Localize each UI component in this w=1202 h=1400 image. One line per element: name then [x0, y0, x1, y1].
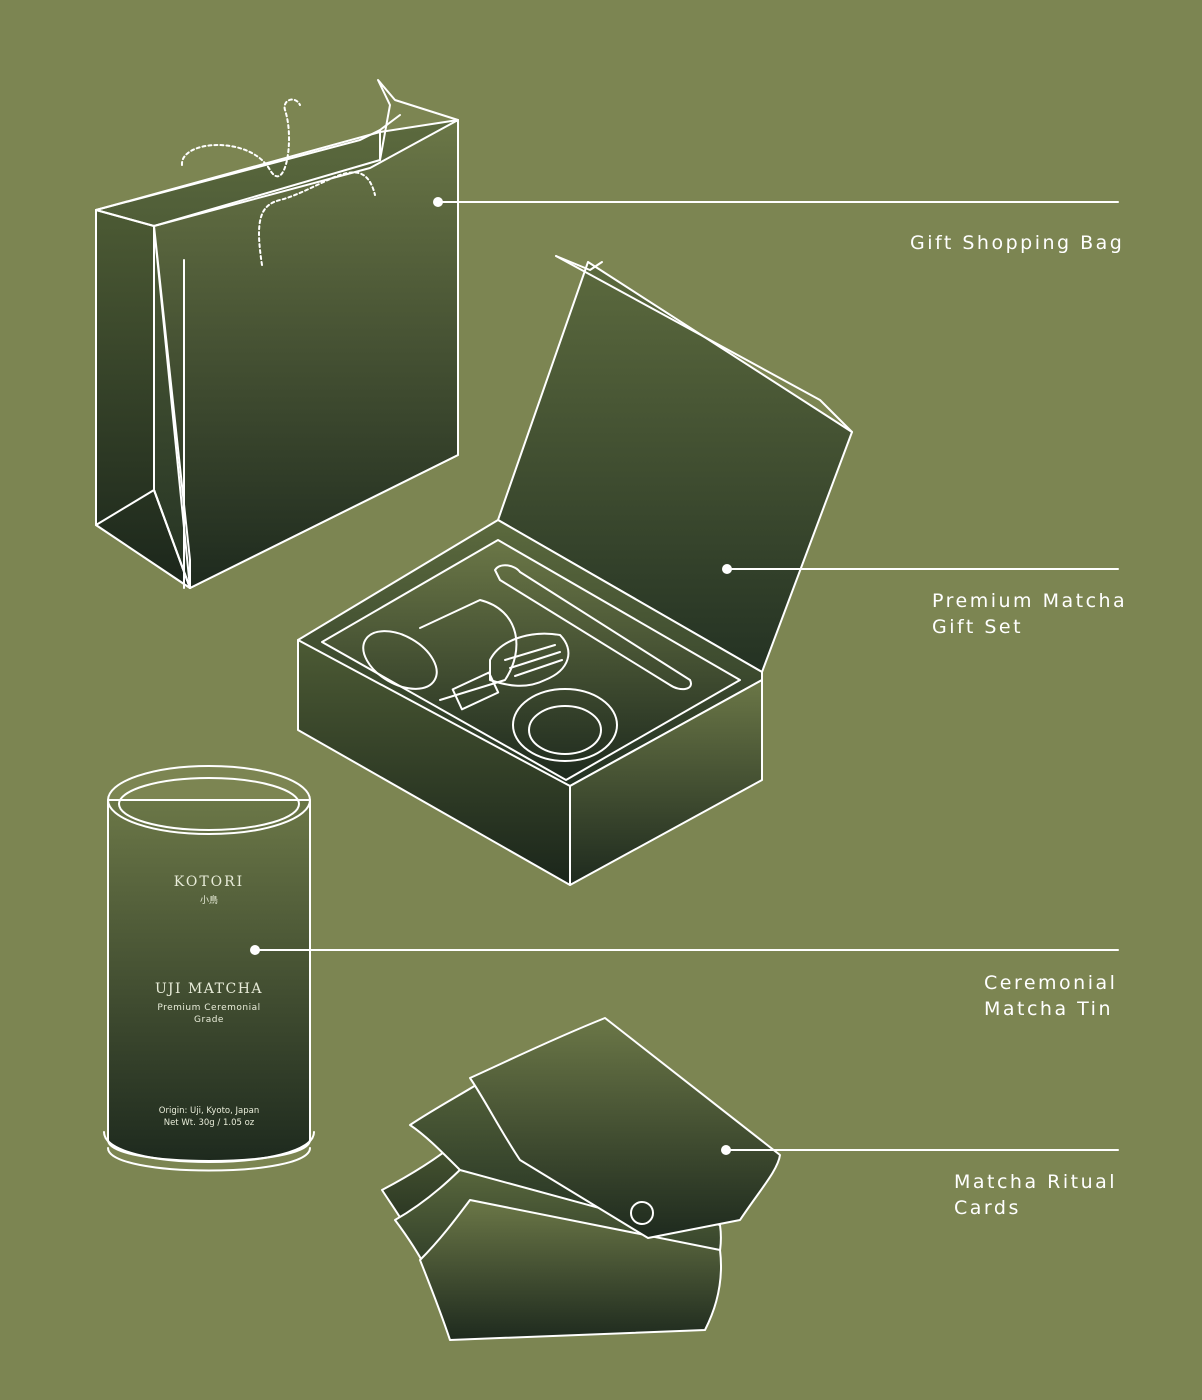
ritual-cards-illustration — [381, 1017, 1119, 1341]
card-top — [469, 1017, 781, 1239]
label-tin-line2: Matcha Tin — [984, 998, 1113, 1020]
tin-weight: Net Wt. 30g / 1.05 oz — [163, 1118, 255, 1128]
card-2 — [419, 1199, 722, 1341]
label-ceremonial-matcha-tin: Ceremonial Matcha Tin — [984, 970, 1117, 1022]
matcha-tin-illustration — [103, 765, 1119, 1172]
label-bag-text: Gift Shopping Bag — [910, 232, 1125, 254]
card-ring — [630, 1201, 654, 1225]
tin-lid — [107, 765, 311, 835]
label-giftset-line2: Gift Set — [932, 616, 1024, 638]
bag-rope-handle-back — [180, 98, 301, 178]
label-cards-line2: Cards — [954, 1197, 1021, 1219]
bag-rope-handle-front — [258, 171, 376, 266]
bag-front-panel — [153, 119, 459, 589]
label-gift-shopping-bag: Gift Shopping Bag — [910, 230, 1124, 256]
label-tin-line1: Ceremonial — [984, 972, 1118, 994]
matcha-bowl — [512, 688, 618, 762]
label-premium-matcha-gift-set: Premium Matcha Gift Set — [932, 588, 1127, 640]
tin-brand: KOTORI — [173, 874, 245, 890]
tea-cup-slot — [362, 630, 438, 690]
box-side-face — [569, 679, 763, 886]
tin-product-name: UJI MATCHA — [154, 981, 264, 997]
label-giftset-line1: Premium Matcha — [932, 590, 1128, 612]
tin-grade-line2: Grade — [194, 1015, 224, 1025]
tin-brand-kanji: 小鳥 — [199, 896, 218, 906]
label-cards-line1: Matcha Ritual — [954, 1171, 1118, 1193]
shopping-bag-illustration — [95, 79, 1119, 589]
tin-grade-line1: Premium Ceremonial — [157, 1003, 261, 1013]
bamboo-whisk — [451, 632, 570, 711]
tin-origin: Origin: Uji, Kyoto, Japan — [158, 1106, 260, 1116]
box-inner-tray — [321, 539, 741, 781]
label-matcha-ritual-cards: Matcha Ritual Cards — [954, 1169, 1117, 1221]
bamboo-scoop — [494, 564, 692, 691]
gift-box-illustration — [297, 255, 1119, 886]
